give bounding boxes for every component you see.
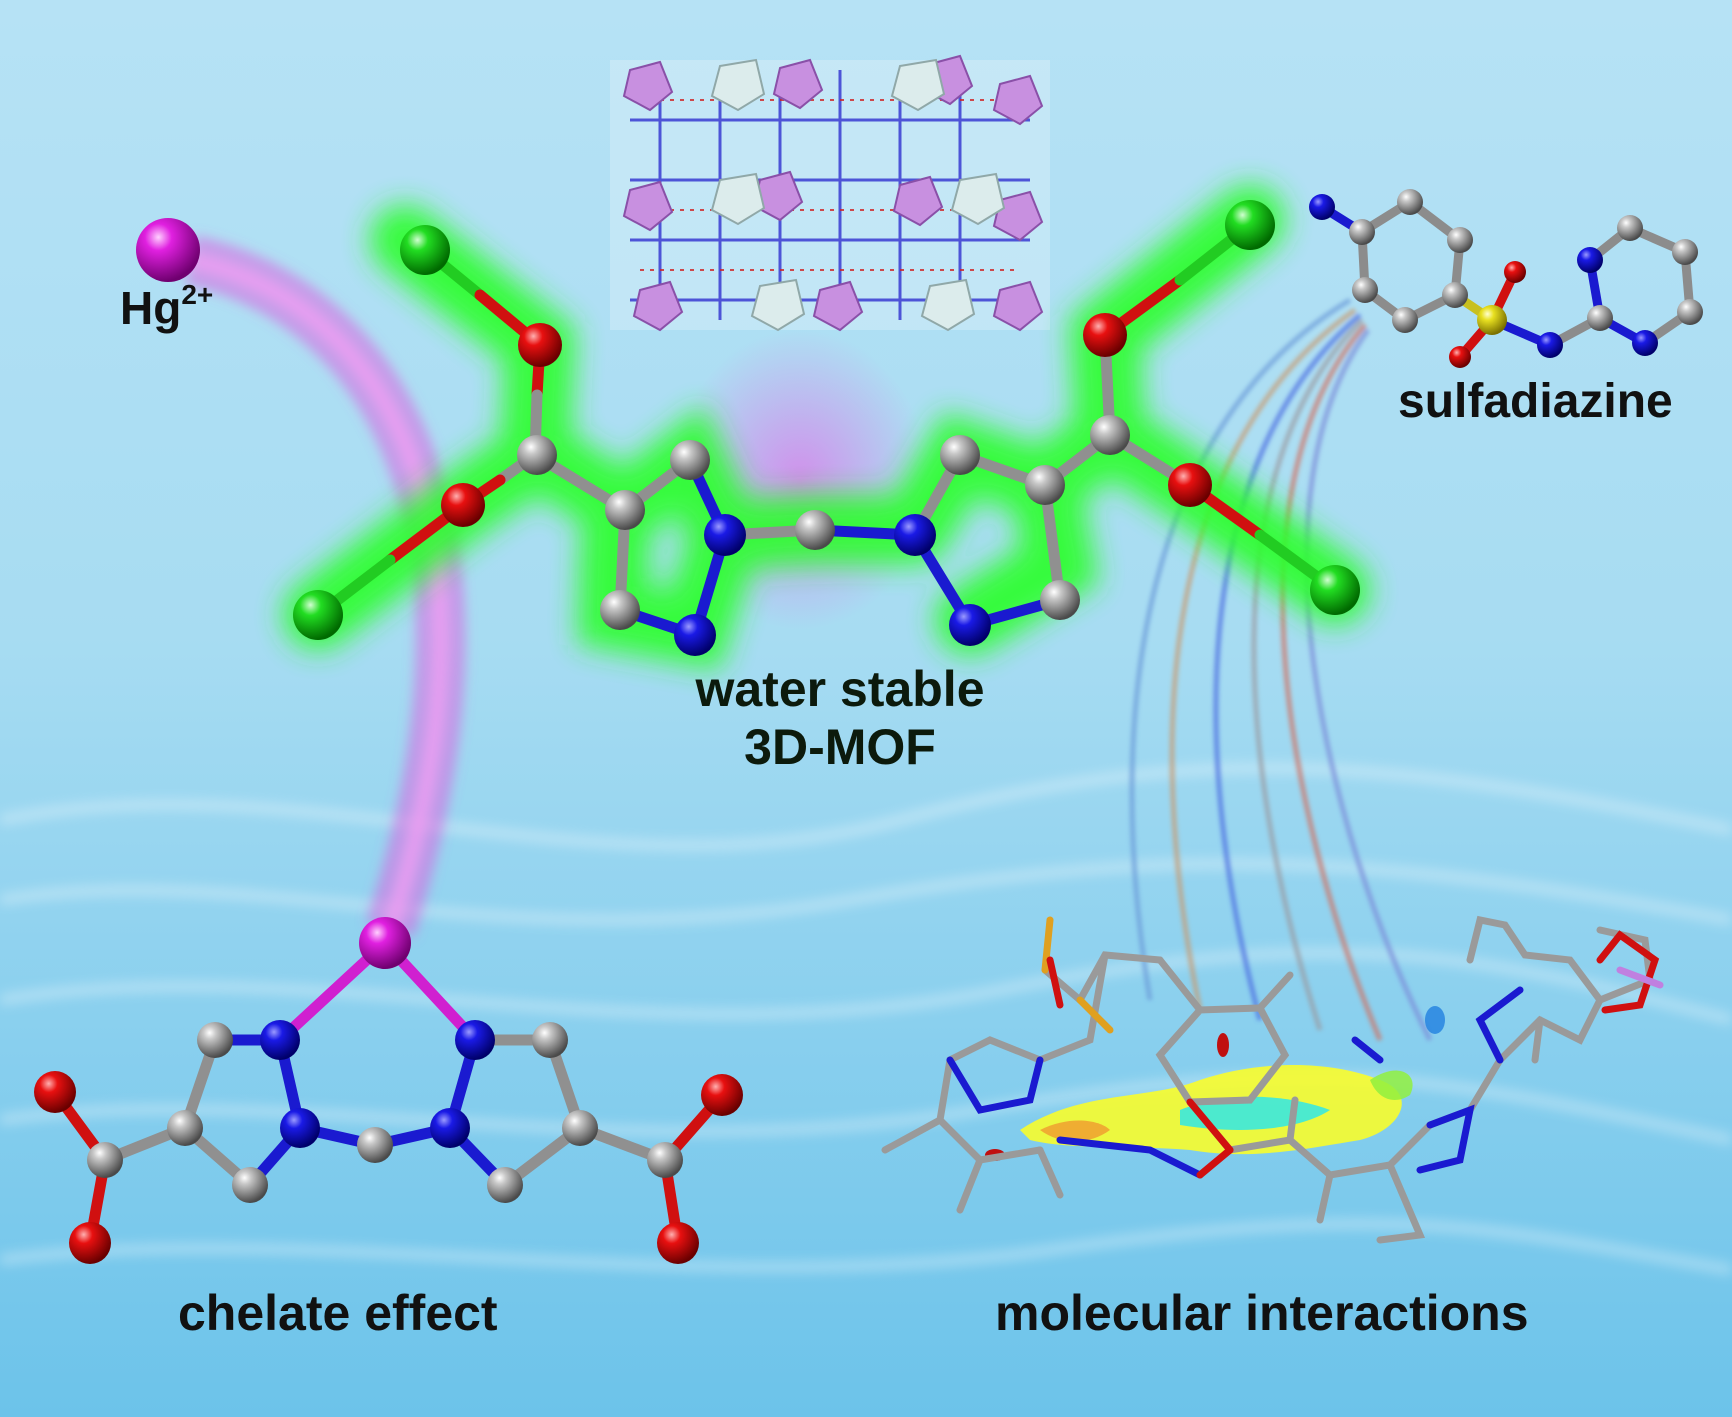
mercury-charge: 2+ [181, 279, 214, 310]
interaction-streaks [1129, 297, 1433, 1042]
sulfadiazine-label: sulfadiazine [1398, 375, 1673, 428]
mof-label-line2: 3D-MOF [744, 719, 936, 775]
interaction-surface-icon [881, 915, 1664, 1244]
chelate-molecule-icon [34, 917, 743, 1264]
mof-label-line1: water stable [695, 661, 985, 717]
water-waves [0, 763, 1732, 1275]
mof-framework-icon [610, 54, 1050, 332]
linker-atoms [293, 200, 1360, 656]
mercury-ion-label: Hg2+ [120, 281, 213, 334]
chelate-effect-label: chelate effect [178, 1285, 498, 1341]
sulfadiazine-molecule-icon [1309, 189, 1703, 368]
mof-label: water stable 3D-MOF [660, 660, 1020, 776]
mercury-ion-icon [136, 218, 200, 282]
molecular-interactions-label: molecular interactions [995, 1285, 1529, 1341]
mercury-capture-arc [184, 235, 466, 938]
mercury-symbol: Hg [120, 282, 182, 334]
